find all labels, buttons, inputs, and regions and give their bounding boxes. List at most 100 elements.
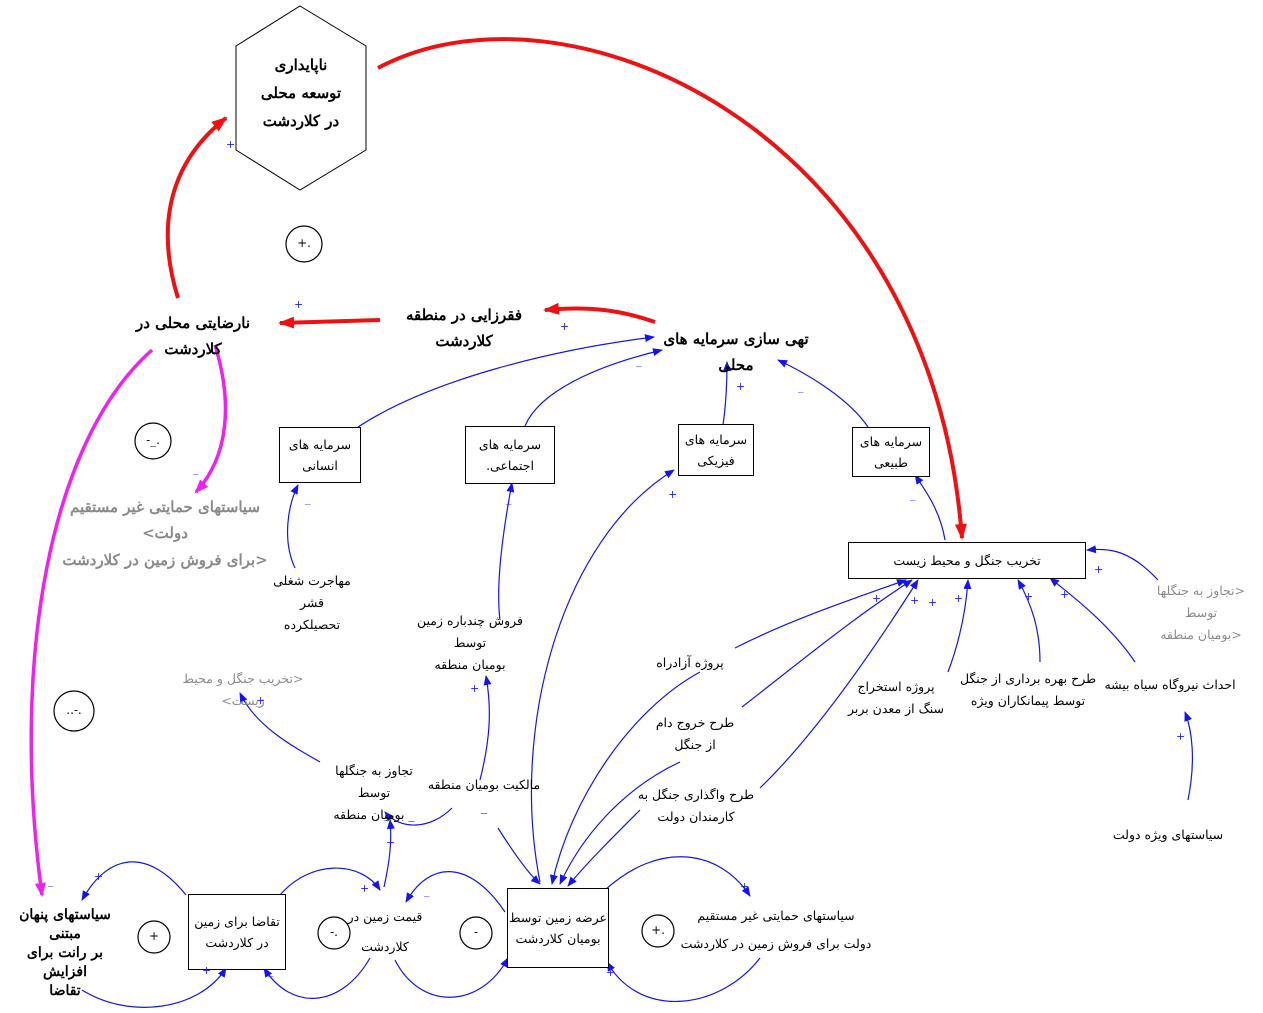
polarity-sign: + — [94, 870, 104, 883]
loop-marker-4 — [137, 920, 171, 954]
node-natural-capital-line1: سرمایه های — [859, 433, 923, 449]
loop-label-7: +. — [651, 923, 665, 937]
node-social-capital-line1: سرمایه های — [478, 436, 542, 452]
edge-hidden-to-demand — [81, 967, 227, 1008]
node-land-demand: تقاضا برای زمین در کلاردشت — [188, 894, 286, 970]
node-land-price: قیمت زمین در کلاردشت — [340, 902, 430, 962]
node-forest-transfer-line1: طرح واگذاری جنگل به — [637, 787, 755, 802]
node-educated-migration-line2: تحصیلکرده — [283, 616, 341, 632]
node-indirect-support-policies-line1: سیاستهای حمایتی غیر مستقیم — [697, 908, 855, 923]
node-forest-contractors-line1: طرح بهره برداری از جنگل — [959, 671, 1097, 686]
edge-social-to-depletion — [524, 348, 663, 427]
loop-marker-6 — [459, 916, 493, 950]
edge-human-to-depletion — [357, 334, 655, 428]
node-hidden-rent-policies-line3: تقاضا — [49, 982, 81, 999]
edge-supply-to-indirect — [604, 856, 751, 897]
node-capital-depletion: تهی سازی سرمایه های محلی — [663, 330, 809, 375]
node-social-capital-line2: اجتماعی. — [486, 458, 534, 473]
edge-ownership-to-supply — [497, 827, 541, 885]
polarity-sign: _ — [910, 488, 916, 501]
polarity-sign: _ — [506, 492, 512, 505]
loop-label-4: + — [148, 929, 160, 943]
node-multiple-land-sale: فروش چندباره زمین توسط بومیان منطقه — [400, 610, 540, 676]
node-natural-capital-line2: طبیعی — [874, 455, 908, 470]
polarity-sign: + — [470, 682, 480, 695]
loop-label-6: - — [473, 925, 479, 939]
polarity-sign: + — [668, 488, 678, 501]
polarity-sign: + — [256, 694, 266, 707]
unsustainability-hexagon — [235, 5, 367, 191]
loop-marker-1 — [285, 225, 323, 263]
edge-dissatisfaction-to-indirect-policies-ref — [194, 344, 228, 494]
edge-contractors-to-destruction — [1017, 579, 1041, 663]
edge-natural-to-depletion — [777, 359, 869, 428]
loop-label-3: ..-. — [66, 703, 82, 717]
polarity-sign: _ — [798, 380, 804, 393]
polarity-sign: + — [202, 964, 212, 977]
polarity-sign: + — [910, 594, 920, 607]
loop-marker-2 — [134, 422, 172, 460]
loop-label-1: +. — [297, 236, 311, 250]
edge-azadrah-to-supply — [549, 671, 701, 885]
node-forest-encroachment-ref-line1: <تجاوز به جنگلها توسط — [1156, 583, 1246, 620]
polarity-sign: + — [1024, 590, 1034, 603]
edge-special-to-powerplant — [1184, 711, 1194, 801]
edge-transfer-to-destruction — [759, 579, 919, 789]
edge-demand-to-price — [279, 867, 381, 896]
edge-encroach-ref-to-destruction — [1086, 545, 1159, 581]
polarity-sign: + — [1094, 563, 1104, 576]
edge-depletion-to-poverty — [543, 302, 656, 324]
node-power-plant: احداث نیروگاه سیاه بیشه — [1104, 677, 1236, 692]
loop-marker-3 — [53, 690, 95, 732]
node-livestock-exit-line2: از جنگل — [674, 736, 716, 752]
node-forest-transfer-line2: کارمندان دولت — [657, 808, 735, 824]
node-land-price-line2: کلاردشت — [361, 939, 409, 954]
node-forest-encroachment-ref-line2: <بومیان منطقه — [1160, 626, 1242, 642]
node-native-ownership-line1: مالکیت بومیان منطقه — [427, 777, 541, 792]
node-native-ownership-line2: _ — [480, 798, 488, 814]
node-land-price-line1: قیمت زمین در — [347, 909, 423, 924]
edge-ownership-to-multisale — [479, 675, 492, 781]
node-physical-capital-line2: فیزیکی — [697, 453, 735, 468]
node-forest-encroachment-line1: تجاوز به جنگلها توسط — [335, 763, 413, 800]
edge-demand-to-hidden — [81, 861, 187, 901]
node-stone-mining-line2: سنگ از معدن بربر — [847, 700, 945, 716]
node-forest-encroachment-ref: <تجاوز به جنگلها توسط <بومیان منطقه — [1140, 580, 1262, 646]
node-forest-encroachment: تجاوز به جنگلها توسط _ بومیان منطقه — [318, 760, 430, 826]
polarity-sign: + — [226, 138, 236, 151]
edge-migration-to-human — [286, 484, 299, 569]
node-stone-mining-line1: پروژه استخراج — [857, 679, 935, 694]
polarity-sign: + — [360, 882, 370, 895]
edge-price-to-encroach — [383, 819, 395, 888]
node-indirect-policies-ref: سیاستهای حمایتی غیر مستقیم دولت> <برای ف… — [60, 494, 270, 573]
edge-physical-to-depletion — [722, 361, 731, 426]
node-educated-migration-line1: مهاجرت شغلی قشر — [273, 573, 351, 610]
node-land-demand-line1: تقاضا برای زمین — [194, 913, 280, 929]
node-forest-destruction-ref: <تخریب جنگل و محیط زیست> — [182, 671, 304, 708]
edge-price-to-demand — [263, 957, 371, 999]
node-livestock-exit: طرح خروج دام از جنگل — [655, 712, 735, 756]
node-human-capital-label: سرمایه های انسانی — [288, 436, 352, 473]
node-poverty: فقرزایی در منطقه کلاردشت — [406, 306, 522, 351]
edge-price-to-supply — [394, 957, 509, 998]
node-unsustainability: ناپایداری توسعه محلی در کلاردشت — [236, 52, 366, 135]
edge-ownership-to-encroach — [384, 807, 453, 826]
node-forest-destruction: تخریب جنگل و محیط زیست — [848, 542, 1086, 579]
edge-destruction-to-natural — [914, 474, 946, 541]
edge-encroach-to-destruction-ref — [239, 692, 321, 763]
node-forest-encroachment-line2: _ بومیان منطقه — [333, 806, 415, 822]
polarity-sign: + — [928, 596, 938, 609]
polarity-sign: _ — [193, 462, 199, 475]
node-dissatisfaction: نارضایتی محلی در کلاردشت — [135, 314, 251, 359]
node-natural-capital: سرمایه های طبیعی — [852, 427, 930, 477]
edge-supply-to-physical — [530, 469, 675, 883]
polarity-sign: _ — [636, 354, 642, 367]
polarity-sign: _ — [48, 874, 54, 887]
node-unsustainability-line1: ناپایداری — [274, 56, 328, 74]
node-multiple-land-sale-line2: بومیان منطقه — [434, 656, 506, 672]
polarity-sign: + — [560, 320, 570, 333]
node-social-capital: سرمایه های اجتماعی. — [465, 426, 555, 484]
polarity-sign: + — [1176, 730, 1186, 743]
edge-poverty-to-dissatisfaction — [278, 316, 381, 329]
